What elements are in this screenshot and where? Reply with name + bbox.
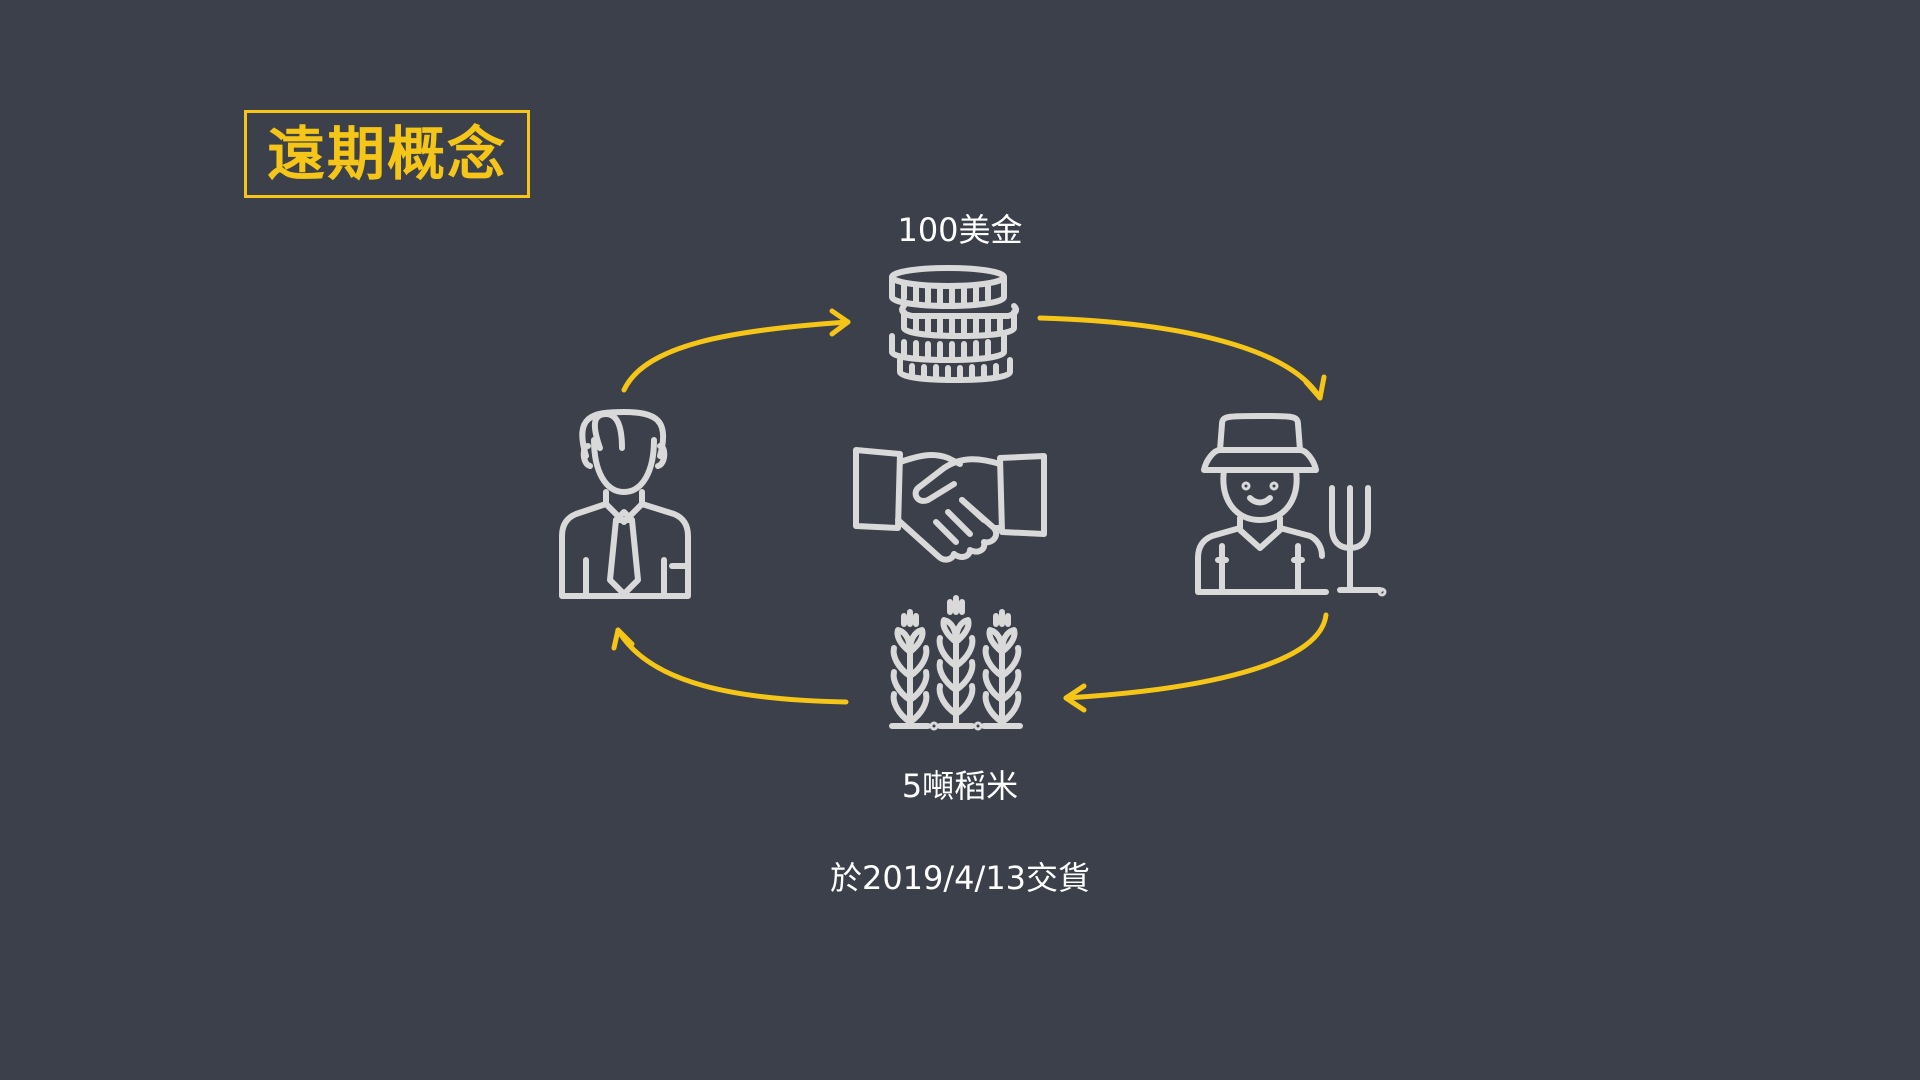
title-box: 遠期概念 [244,110,530,198]
money-label: 100美金 [897,211,1023,249]
wheat-icon [889,595,1023,731]
rice-label: 5噸稻米 [901,767,1019,805]
page-title: 遠期概念 [266,120,507,188]
arrow-buyer-to-money [621,308,851,393]
coins-stack-icon [889,265,1019,383]
arrow-money-to-seller [1037,315,1327,401]
farmer-icon [1195,413,1387,597]
arrow-seller-to-rice [1063,612,1329,713]
delivery-date-label: 於2019/4/13交貨 [829,859,1091,897]
businessman-icon [559,409,691,599]
arrow-rice-to-buyer [611,627,849,705]
handshake-icon [853,447,1047,563]
